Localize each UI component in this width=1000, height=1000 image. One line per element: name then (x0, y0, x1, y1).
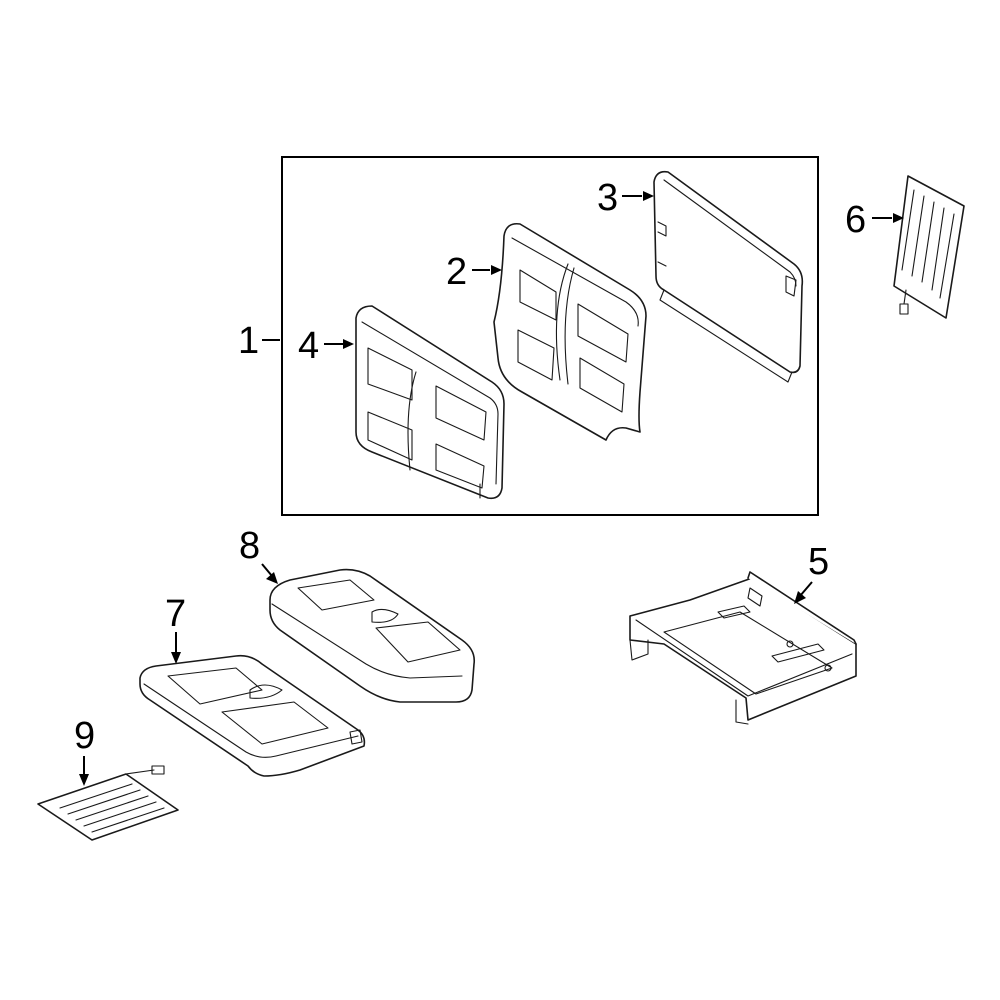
part-9-heater-element-cushion (37, 765, 179, 841)
callout-6: 6 (845, 199, 866, 241)
part-4-seat-back (355, 305, 505, 500)
part-3-seat-back-panel (653, 170, 804, 383)
part-2-seat-back-pad (493, 222, 647, 441)
callout-5: 5 (808, 541, 829, 583)
assembly-group-box (281, 156, 819, 516)
part-8-seat-cushion-cover (269, 568, 476, 703)
callout-8: 8 (239, 525, 260, 567)
part-7-seat-cushion-pad (139, 654, 366, 777)
callout-4: 4 (298, 325, 319, 367)
callout-7: 7 (165, 593, 186, 635)
part-6-heater-element-back (893, 175, 965, 319)
part-5-seat-frame (629, 571, 857, 725)
callout-9: 9 (74, 715, 95, 757)
callout-leaders (79, 191, 904, 786)
callout-1: 1 (238, 320, 259, 362)
callout-2: 2 (446, 251, 467, 293)
callout-3: 3 (597, 177, 618, 219)
